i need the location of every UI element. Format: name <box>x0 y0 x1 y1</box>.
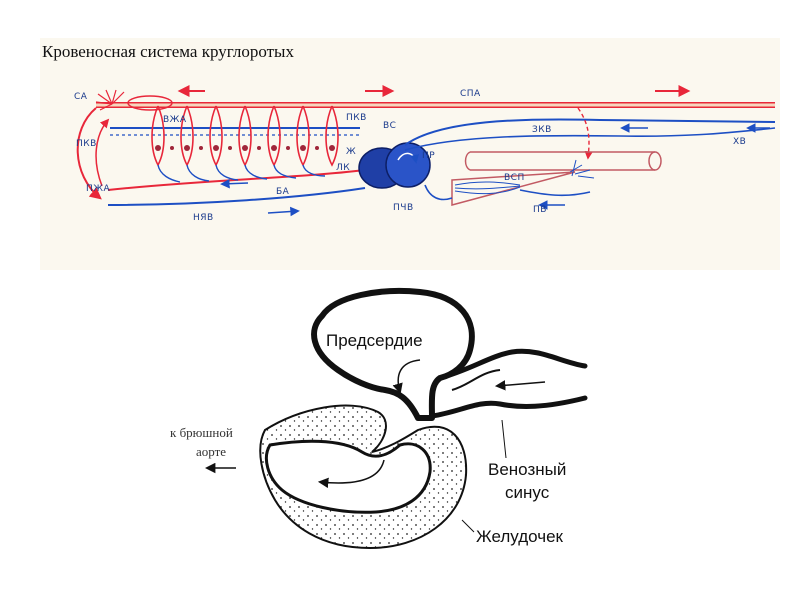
hepatic-vein <box>424 184 453 201</box>
label-hv: ХВ <box>733 137 746 147</box>
lamprey-circulation-diagram: СА ВЖА СПА ПКВ ПКВ ВС ЗКВ ХВ ПР Ж ЛК ПЖА… <box>74 85 776 223</box>
label-spa: СПА <box>460 89 481 99</box>
atrium-flow-arrow <box>392 359 421 395</box>
head-vessel-loop <box>127 95 173 111</box>
venous-sinus <box>429 348 588 419</box>
posterior-cardinal-vein <box>404 118 776 146</box>
carotid-artery-burst <box>95 89 125 111</box>
inferior-jugular-vein <box>107 187 366 206</box>
label-ba: БА <box>276 187 290 197</box>
label-venous-sinus-line2: синус <box>505 483 550 502</box>
label-venous-sinus-line1: Венозный <box>488 460 566 479</box>
heart-diagram: Предсердие к брюшной аорте Венозный сину… <box>170 288 588 550</box>
ventricle-leader <box>461 519 475 533</box>
portal-vein <box>519 189 591 197</box>
label-to-aorta-line1: к брюшной <box>170 425 233 440</box>
slide-title: Кровеносная система круглоротых <box>42 42 294 61</box>
label-vzha: ВЖА <box>163 115 187 125</box>
label-pzha: ПЖА <box>86 184 110 194</box>
upper-diagram-labels: СА ВЖА СПА ПКВ ПКВ ВС ЗКВ ХВ ПР Ж ЛК ПЖА… <box>74 89 746 223</box>
label-pr: ПР <box>422 151 435 161</box>
ventral-flow-arrow <box>220 178 249 189</box>
sinus-inner <box>451 369 501 391</box>
atrium-wall <box>311 288 475 421</box>
jugular-flow-arrow <box>267 206 300 217</box>
ventricle-cavity <box>265 439 432 514</box>
capillary-bundles <box>454 159 595 195</box>
liver <box>451 171 576 206</box>
venous-sinus-leader <box>501 419 507 459</box>
label-vs: ВС <box>383 121 396 131</box>
label-sa: СА <box>74 92 88 102</box>
label-atrium: Предсердие <box>326 331 423 350</box>
left-arterial-loop <box>76 107 102 200</box>
ventricle-flow-arrow <box>317 459 385 489</box>
ventral-aorta-vessel <box>107 169 366 191</box>
label-vsp: ВСП <box>504 173 525 183</box>
intestinal-artery-dashed <box>577 107 593 160</box>
label-pkv-left: ПКВ <box>76 139 97 149</box>
intestine-tube <box>464 151 662 171</box>
heart <box>358 142 431 189</box>
label-nyav: НЯВ <box>193 213 214 223</box>
dorsal-aorta-fill <box>96 103 775 107</box>
label-ventricle: Желудочек <box>476 527 564 546</box>
label-zh: Ж <box>346 147 356 157</box>
sinus-flow-arrow <box>494 380 546 391</box>
posterior-cardinal-vein-lower <box>404 127 776 151</box>
label-zkv: ЗКВ <box>532 125 552 135</box>
left-arterial-arc <box>95 118 110 187</box>
label-pv: ПВ <box>533 205 547 215</box>
label-pchv: ПЧВ <box>393 203 414 213</box>
label-lk: ЛК <box>336 163 350 173</box>
label-to-aorta-line2: аорте <box>196 444 226 459</box>
label-pkv-top: ПКВ <box>346 113 367 123</box>
gill-arches <box>151 105 339 183</box>
